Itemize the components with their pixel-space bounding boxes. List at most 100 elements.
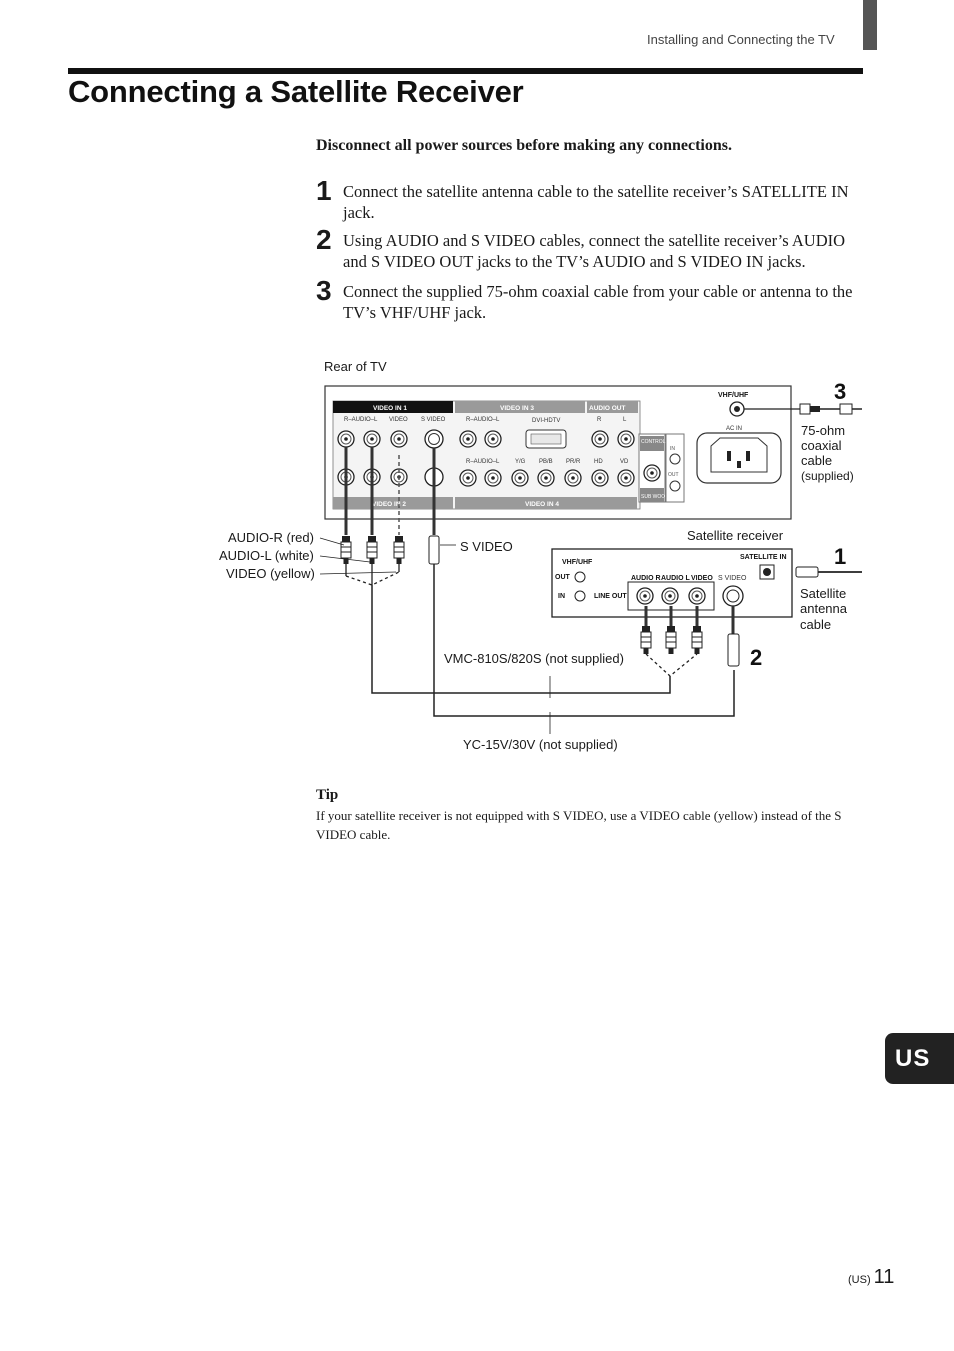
coax-plug [799, 403, 811, 415]
audio-l-jack [363, 430, 381, 448]
receiver-in-label: IN [558, 593, 565, 600]
sub-woofer-label: SUB WOOFER [641, 494, 676, 500]
video-in-4-label: VIDEO IN 4 [525, 501, 559, 508]
receiver-rca-plug [665, 625, 677, 655]
ac-in-label: AC IN [726, 426, 742, 432]
jack [617, 469, 635, 487]
callout-1: 1 [834, 544, 846, 569]
y-g-label: Y/G [515, 459, 526, 465]
video-in-1-label: VIDEO IN 1 [373, 405, 407, 412]
jack [537, 469, 555, 487]
coax-label-3: cable [801, 453, 832, 468]
antenna-label-2: antenna [800, 601, 848, 616]
title-rule [68, 68, 863, 74]
video-in-2-label: VIDEO IN 2 [372, 501, 406, 508]
receiver-audio-l-label: AUDIO L [661, 575, 691, 582]
connection-diagram: Rear of TV VIDEO IN 1 VIDEO IN 3 AUDIO O… [219, 359, 862, 752]
tv-jack-panel [332, 400, 641, 510]
step-number: 2 [316, 224, 332, 255]
audio-out-r-label: R [597, 417, 602, 423]
jack [484, 430, 502, 448]
dvi-hdtv-label: DVI-HDTV [532, 418, 560, 424]
step-number: 1 [316, 175, 332, 206]
sub-woofer-header [640, 488, 664, 502]
receiver-rca-plug [640, 625, 652, 655]
receiver-vhf-uhf-label: VHF/UHF [562, 559, 593, 566]
coax-label-2: coaxial [801, 438, 842, 453]
video-in-1-header [333, 401, 453, 413]
jack [511, 469, 529, 487]
vmc-cable [371, 585, 671, 694]
coax-connector [839, 403, 853, 415]
jack [484, 469, 502, 487]
rear-of-tv-label: Rear of TV [324, 359, 387, 374]
yc-cable [433, 564, 735, 717]
coax-plug-body [810, 406, 820, 412]
jack [591, 469, 609, 487]
jack [591, 430, 609, 448]
page-title: Connecting a Satellite Receiver [68, 74, 524, 109]
s-video-jack-ring [428, 433, 440, 445]
tip-heading: Tip [316, 787, 339, 803]
r-audio-l-label: R–AUDIO–L [466, 459, 500, 465]
coax-label-1: 75-ohm [801, 423, 845, 438]
ac-pin [737, 461, 741, 468]
in-jack [669, 453, 681, 465]
satellite-in-jack-center [763, 568, 771, 576]
audio-out-header [587, 401, 638, 413]
jack [459, 430, 477, 448]
out-jack [669, 480, 681, 492]
receiver-audio-l-jack [661, 587, 679, 605]
receiver-s-video-label: S VIDEO [718, 575, 747, 582]
video-label: VIDEO [389, 417, 408, 423]
video-in-4-header [455, 497, 637, 509]
video-jack [390, 430, 408, 448]
callout-3: 3 [834, 379, 846, 404]
running-header: Installing and Connecting the TV [647, 32, 835, 47]
video-yellow-label: VIDEO (yellow) [226, 566, 315, 581]
r-audio-l-label: R–AUDIO–L [344, 417, 378, 423]
receiver-out-label: OUT [555, 574, 571, 581]
language-tab: US [885, 1033, 954, 1084]
out-label: OUT [668, 472, 679, 478]
header-tab-marker [863, 0, 877, 50]
step-text: Connect the satellite antenna cable to t… [343, 182, 849, 222]
antenna-label-3: cable [800, 617, 831, 632]
video-in-3-header [455, 401, 585, 413]
page-region: (US) [848, 1274, 871, 1286]
control-s-header [640, 436, 664, 451]
r-audio-l-label: R–AUDIO–L [466, 417, 500, 423]
audio-r-jack [337, 430, 355, 448]
in-out-box [665, 433, 685, 503]
coax-label-4: (supplied) [801, 469, 854, 483]
s-video-label: S VIDEO [421, 417, 446, 423]
receiver-audio-r-label: AUDIO R [631, 575, 661, 582]
jack [459, 469, 477, 487]
leader-line [319, 571, 397, 575]
control-s-label: CONTROL S [641, 439, 671, 445]
page-number: 11 [873, 1266, 895, 1288]
ac-in-shape [710, 437, 768, 473]
audio-out-l-label: L [623, 417, 627, 423]
page-footer: (US)11 [848, 1266, 894, 1289]
yc-cable-label: YC-15V/30V (not supplied) [463, 737, 618, 752]
receiver-video-label: VIDEO [691, 575, 713, 582]
video-in-3-label: VIDEO IN 3 [500, 405, 534, 412]
audio-out-label: AUDIO OUT [589, 405, 626, 412]
ac-pin [727, 451, 731, 461]
dvi-port-inner [530, 433, 562, 445]
pb-b-label: PB/B [539, 459, 553, 465]
satellite-receiver-label: Satellite receiver [687, 528, 784, 543]
jack [564, 469, 582, 487]
receiver-out-jack [574, 571, 586, 583]
audio-r-label: AUDIO-R (red) [228, 530, 314, 545]
step-text: Using AUDIO and S VIDEO cables, connect … [343, 231, 846, 271]
receiver-video-jack [688, 587, 706, 605]
receiver-s-video-jack-ring [726, 589, 740, 603]
pr-r-label: PR/R [566, 459, 581, 465]
ac-pin [746, 451, 750, 461]
step-number: 3 [316, 275, 332, 306]
audio-l-label: AUDIO-L (white) [219, 548, 314, 563]
satellite-in-label: SATELLITE IN [740, 554, 787, 561]
warning-text: Disconnect all power sources before maki… [316, 137, 732, 154]
